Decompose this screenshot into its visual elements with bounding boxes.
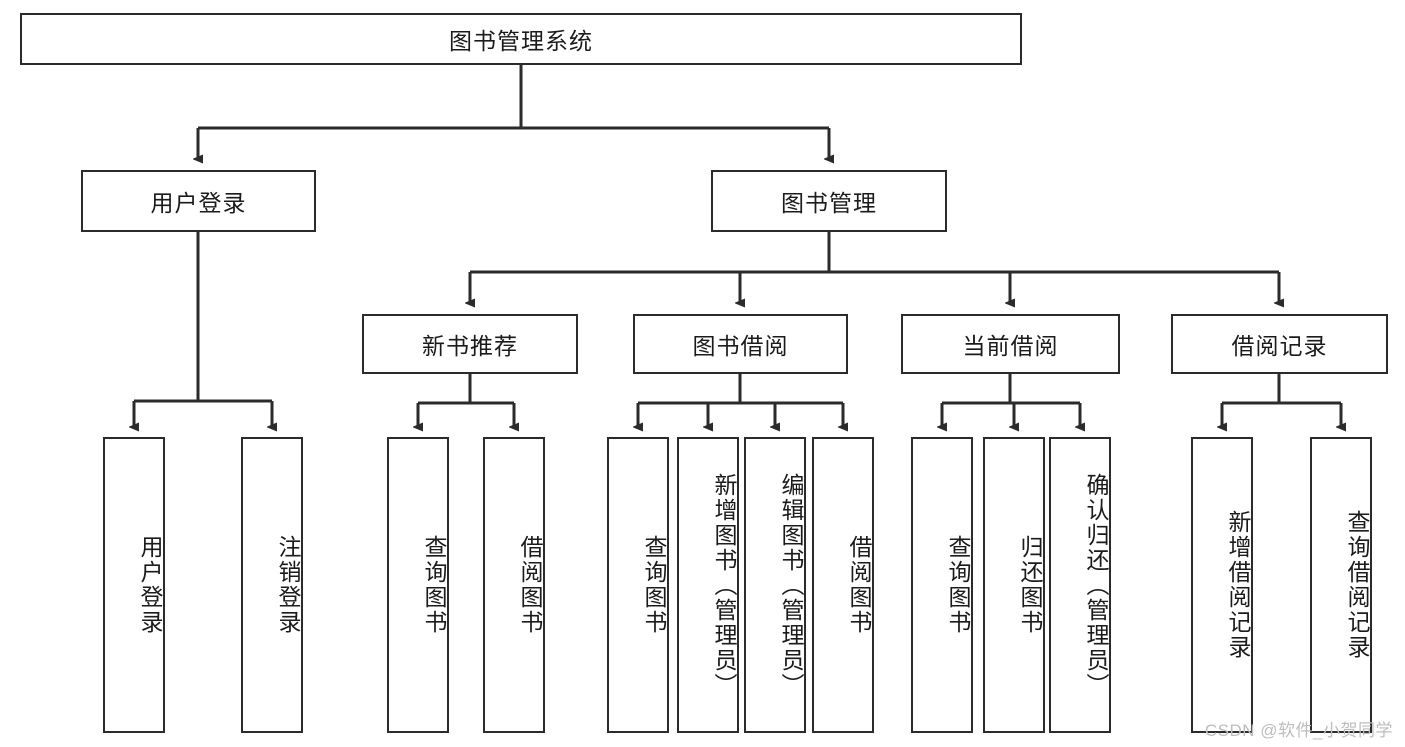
node-current-borrow[interactable]: 当前借阅 xyxy=(901,314,1120,374)
node-current-borrow-label: 当前借阅 xyxy=(962,333,1059,359)
node-leaf-add-book[interactable]: 新增图书（管理员） xyxy=(677,437,739,733)
node-borrow-record[interactable]: 借阅记录 xyxy=(1171,314,1388,374)
node-leaf-add-record-label: 新增借阅记录 xyxy=(1225,510,1251,660)
node-leaf-query-book-3-label: 查询图书 xyxy=(945,535,971,635)
node-root-label: 图书管理系统 xyxy=(449,28,593,54)
node-book-manage-label: 图书管理 xyxy=(781,190,877,216)
node-new-book-recommend-label: 新书推荐 xyxy=(422,333,518,359)
node-new-book-recommend[interactable]: 新书推荐 xyxy=(362,314,578,374)
node-leaf-borrow-book-1[interactable]: 借阅图书 xyxy=(483,437,545,733)
node-leaf-borrow-book-2[interactable]: 借阅图书 xyxy=(812,437,874,733)
node-leaf-user-login-label: 用户登录 xyxy=(137,535,163,635)
node-leaf-confirm-return-label: 确认归还（管理员） xyxy=(1083,472,1109,698)
node-leaf-borrow-book-1-label: 借阅图书 xyxy=(517,535,543,635)
node-leaf-query-book-2[interactable]: 查询图书 xyxy=(607,437,669,733)
node-root[interactable]: 图书管理系统 xyxy=(20,13,1022,65)
node-leaf-user-login[interactable]: 用户登录 xyxy=(103,437,165,733)
node-leaf-query-book-1[interactable]: 查询图书 xyxy=(387,437,449,733)
node-leaf-return-book[interactable]: 归还图书 xyxy=(983,437,1045,733)
node-leaf-query-record[interactable]: 查询借阅记录 xyxy=(1310,437,1372,733)
node-leaf-return-book-label: 归还图书 xyxy=(1017,535,1043,635)
node-leaf-query-book-1-label: 查询图书 xyxy=(421,535,447,635)
node-leaf-query-record-label: 查询借阅记录 xyxy=(1344,510,1370,660)
node-user-login[interactable]: 用户登录 xyxy=(81,170,316,232)
node-book-borrow-label: 图书借阅 xyxy=(692,333,789,359)
node-leaf-edit-book[interactable]: 编辑图书（管理员） xyxy=(744,437,806,733)
node-leaf-add-record[interactable]: 新增借阅记录 xyxy=(1191,437,1253,733)
node-book-manage[interactable]: 图书管理 xyxy=(711,170,947,232)
node-leaf-borrow-book-2-label: 借阅图书 xyxy=(846,535,872,635)
node-leaf-query-book-2-label: 查询图书 xyxy=(641,535,667,635)
node-user-login-label: 用户登录 xyxy=(150,190,247,216)
node-leaf-add-book-label: 新增图书（管理员） xyxy=(711,472,737,698)
node-book-borrow[interactable]: 图书借阅 xyxy=(633,314,848,374)
node-leaf-query-book-3[interactable]: 查询图书 xyxy=(911,437,973,733)
csdn-watermark: CSDN @软件_小贺同学 xyxy=(1204,721,1393,740)
node-leaf-logout[interactable]: 注销登录 xyxy=(241,437,303,733)
node-leaf-confirm-return[interactable]: 确认归还（管理员） xyxy=(1049,437,1111,733)
node-borrow-record-label: 借阅记录 xyxy=(1231,333,1328,359)
node-leaf-edit-book-label: 编辑图书（管理员） xyxy=(778,472,804,698)
node-leaf-logout-label: 注销登录 xyxy=(275,535,301,635)
